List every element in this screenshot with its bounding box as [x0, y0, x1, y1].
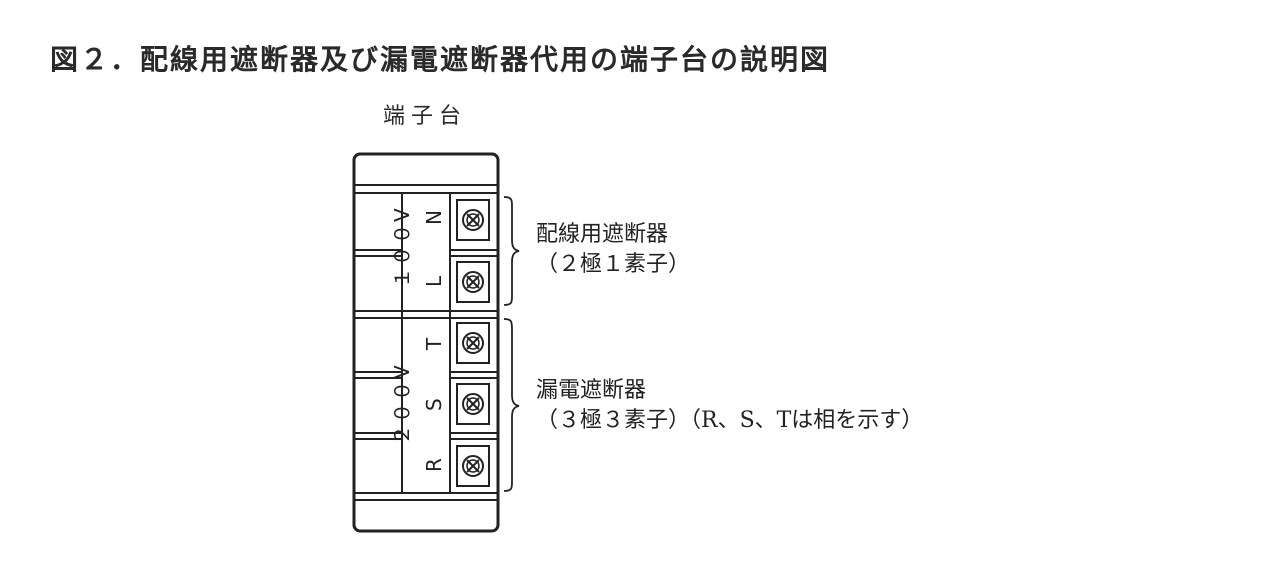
label-terminal-N: N	[422, 210, 446, 225]
label-terminal-S: S	[422, 398, 446, 411]
label-terminal-T: T	[422, 337, 446, 351]
breaker-detail: （２極１素子）	[536, 252, 691, 277]
screw-terminal-icon	[456, 322, 490, 364]
leakage-breaker-name: 漏電遮断器	[536, 378, 647, 403]
label-terminal-R: R	[422, 458, 446, 472]
figure-title: 図２．配線用遮断器及び漏電遮断器代用の端子台の説明図	[50, 43, 831, 76]
terminal-block-label: 端子台	[383, 104, 468, 129]
group-annotation-leakage: 漏電遮断器 （３極３素子）（R、S、Tは相を示す）	[536, 376, 923, 436]
label-200v: ２００V	[390, 363, 414, 445]
label-terminal-L: L	[422, 275, 446, 287]
screw-terminal-icon	[456, 261, 490, 303]
leakage-breaker-detail: （３極３素子）（R、S、Tは相を示す）	[536, 408, 924, 433]
group-annotation-breaker: 配線用遮断器 （２極１素子）	[536, 220, 690, 280]
screw-terminal-icon	[456, 383, 490, 425]
terminal-block-body	[352, 152, 500, 533]
brace-breaker-group	[503, 196, 520, 306]
label-100v: １００V	[390, 206, 414, 288]
breaker-name: 配線用遮断器	[536, 222, 669, 247]
brace-leakage-group	[503, 318, 520, 492]
screw-terminal-icon	[456, 445, 490, 487]
screw-terminal-icon	[456, 199, 490, 241]
